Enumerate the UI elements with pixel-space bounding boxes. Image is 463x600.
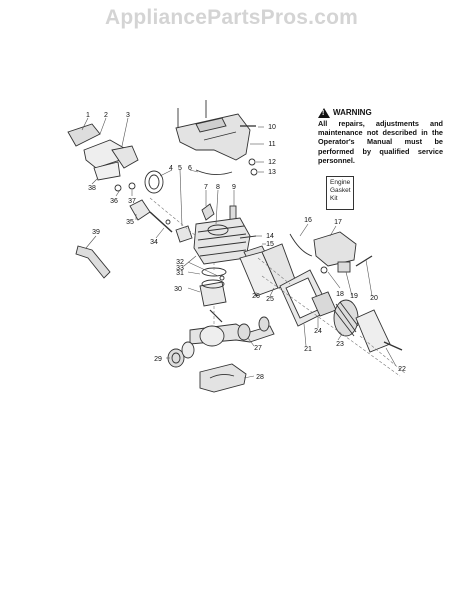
part-29-shape xyxy=(167,348,185,368)
callout-8: 8 xyxy=(216,184,220,191)
callout-10: 10 xyxy=(268,124,276,131)
part-3-shape xyxy=(111,145,139,169)
callout-2: 2 xyxy=(104,112,108,119)
callout-37: 37 xyxy=(128,198,136,205)
part-5-shape xyxy=(175,225,193,243)
callout-15: 15 xyxy=(266,241,274,248)
watermark-logo: AppliancePartsPros.com xyxy=(105,6,358,29)
callout-16: 16 xyxy=(304,217,312,224)
callout-14: 14 xyxy=(266,233,274,240)
callout-9: 9 xyxy=(232,184,236,191)
callout-38: 38 xyxy=(88,185,96,192)
callout-30: 30 xyxy=(174,286,182,293)
callout-23: 23 xyxy=(336,341,344,348)
kit-line-3: Kit xyxy=(330,195,338,202)
part-14-shape xyxy=(239,235,257,239)
callout-18: 18 xyxy=(336,291,344,298)
callout-22: 22 xyxy=(398,366,406,373)
callout-28: 28 xyxy=(256,374,264,381)
callout-11: 11 xyxy=(268,141,275,148)
part-19-shape xyxy=(337,261,351,273)
warning-notice: WARNING All repairs, adjustments and mai… xyxy=(318,108,443,165)
callout-3: 3 xyxy=(126,112,130,119)
callout-36: 36 xyxy=(110,198,118,205)
part-36-shape xyxy=(128,182,136,190)
part-7-shape xyxy=(201,203,215,221)
callout-32: 32 xyxy=(176,259,184,266)
part-17-shape xyxy=(313,231,357,267)
callout-25: 25 xyxy=(266,296,274,303)
callout-24: 24 xyxy=(314,328,322,335)
part-18-shape xyxy=(320,266,328,274)
callout-35: 35 xyxy=(126,219,134,226)
part-4-shape xyxy=(144,170,164,194)
callout-27: 27 xyxy=(254,345,262,352)
part-32-shape xyxy=(219,275,225,281)
callout-5: 5 xyxy=(178,165,182,172)
part-34-shape xyxy=(149,211,173,233)
part-16-shape xyxy=(289,233,313,257)
callout-7: 7 xyxy=(204,184,208,191)
kit-line-2: Gasket xyxy=(330,187,351,194)
part-13-shape xyxy=(250,168,258,176)
callout-6: 6 xyxy=(188,165,192,172)
warning-heading: WARNING xyxy=(333,108,372,118)
part-39-shape xyxy=(75,245,111,279)
callout-39: 39 xyxy=(92,229,100,236)
callout-12: 12 xyxy=(268,159,276,166)
callout-13: 13 xyxy=(268,169,276,176)
part-1-shape xyxy=(67,123,101,147)
callout-19: 19 xyxy=(350,293,358,300)
part-22-shape xyxy=(355,309,391,353)
kit-line-1: Engine xyxy=(330,179,351,186)
callout-31: 31 xyxy=(176,270,184,277)
callout-21: 21 xyxy=(304,346,312,353)
callout-4: 4 xyxy=(169,165,173,172)
callout-1: 1 xyxy=(86,112,90,119)
warning-text: All repairs, adjustments and maintenance… xyxy=(318,119,443,165)
part-20-shape xyxy=(355,255,373,267)
callout-26: 26 xyxy=(252,293,260,300)
part-12-shape xyxy=(248,158,256,166)
part-37-shape xyxy=(114,184,122,192)
warning-icon xyxy=(318,108,330,118)
callout-34: 34 xyxy=(150,239,158,246)
part-28-shape xyxy=(199,363,247,393)
part-38-shape xyxy=(93,161,121,181)
callout-29: 29 xyxy=(154,356,162,363)
part-30-shape xyxy=(199,281,227,307)
part-6-shape xyxy=(195,169,233,175)
part-11-shape xyxy=(175,113,251,161)
callout-20: 20 xyxy=(370,295,378,302)
engine-gasket-kit-box: Engine Gasket Kit xyxy=(326,176,354,210)
part-9-shape xyxy=(229,205,237,221)
callout-33: 33 xyxy=(176,265,184,272)
callout-17: 17 xyxy=(334,219,342,226)
